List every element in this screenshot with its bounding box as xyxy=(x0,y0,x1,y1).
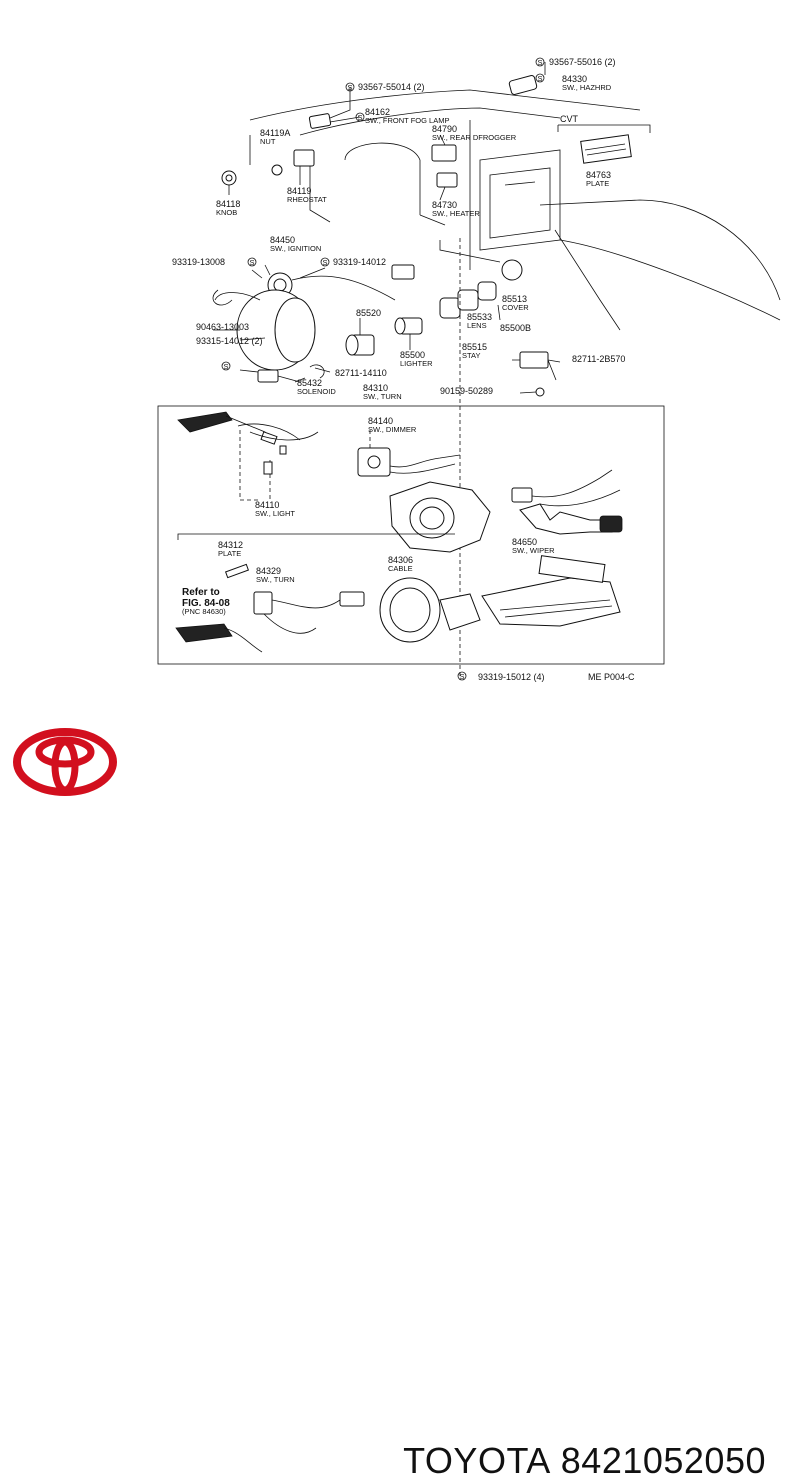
label-84306-desc: CABLE xyxy=(388,564,413,573)
label-84330: 84330 xyxy=(562,74,587,84)
label-85500b: 85500B xyxy=(500,323,531,333)
label-84306: 84306 xyxy=(388,555,413,565)
toyota-logo-icon xyxy=(13,728,117,796)
part-number: 8421052050 xyxy=(560,1440,766,1481)
lower-labels: 84140 SW., DIMMER 84110 SW., LIGHT 84650… xyxy=(182,416,635,682)
label-84118: 84118 xyxy=(216,199,240,209)
label-85515-desc: STAY xyxy=(462,351,480,360)
label-84730-desc: SW., HEATER xyxy=(432,209,480,218)
label-93567-55016: 93567-55016 (2) xyxy=(549,57,616,67)
diagram-ref-code: ME P004-C xyxy=(588,672,635,682)
label-85513: 85513 xyxy=(502,294,527,304)
label-82711-14110: 82711-14110 xyxy=(335,368,387,378)
lower-part-glyphs xyxy=(175,411,623,653)
label-84140-desc: SW., DIMMER xyxy=(368,425,417,434)
label-84450: 84450 xyxy=(270,235,295,245)
svg-text:S: S xyxy=(224,362,229,371)
label-85520: 85520 xyxy=(356,308,381,318)
label-82711-2b570: 82711-2B570 xyxy=(572,354,625,364)
label-85432-desc: SOLENOID xyxy=(297,387,336,396)
label-93319-14012: 93319-14012 xyxy=(333,257,386,267)
label-93319-15012: 93319-15012 (4) xyxy=(478,672,545,682)
label-93567-55014: 93567-55014 (2) xyxy=(358,82,425,92)
upper-leader-lines xyxy=(213,62,561,680)
label-84329: 84329 xyxy=(256,566,281,576)
svg-text:S: S xyxy=(250,258,255,267)
label-84312-desc: PLATE xyxy=(218,549,241,558)
label-84110: 84110 xyxy=(255,500,279,510)
label-84119a: 84119A xyxy=(260,128,290,138)
label-85533-desc: LENS xyxy=(467,321,487,330)
svg-text:S: S xyxy=(358,113,363,122)
assembly-frame xyxy=(157,405,665,665)
label-84118-desc: KNOB xyxy=(216,208,237,217)
label-84310: 84310 xyxy=(363,383,388,393)
svg-text:S: S xyxy=(460,672,465,681)
label-85513-desc: COVER xyxy=(502,303,529,312)
label-84763-desc: PLATE xyxy=(586,179,609,188)
label-93315-14012: 93315-14012 (2) xyxy=(196,336,263,346)
label-cvt: CVT xyxy=(560,114,579,124)
upper-labels: 93567-55016 (2) 84330 SW., HAZHRD CVT 93… xyxy=(172,57,625,401)
refer-line-1: Refer to xyxy=(182,587,220,598)
label-84790: 84790 xyxy=(432,124,457,134)
label-85533: 85533 xyxy=(467,312,492,322)
label-84763: 84763 xyxy=(586,170,611,180)
label-84162: 84162 xyxy=(365,107,390,117)
label-93319-13008: 93319-13008 xyxy=(172,257,225,267)
label-84110-desc: SW., LIGHT xyxy=(255,509,295,518)
refer-line-3: (PNC 84630) xyxy=(182,607,226,616)
label-84330-desc: SW., HAZHRD xyxy=(562,83,612,92)
label-84162-desc: SW., FRONT FOG LAMP xyxy=(365,116,449,125)
svg-text:S: S xyxy=(348,83,353,92)
label-84119a-desc: NUT xyxy=(260,137,276,146)
label-85500: 85500 xyxy=(400,350,425,360)
label-90159-50289: 90159-50289 xyxy=(440,386,493,396)
label-85500-desc: LIGHTER xyxy=(400,359,433,368)
label-84310-desc: SW., TURN xyxy=(363,392,402,401)
label-84650: 84650 xyxy=(512,537,537,547)
label-84119-desc: RHEOSTAT xyxy=(287,195,327,204)
svg-text:S: S xyxy=(323,258,328,267)
bolt-markers: S S S S S S S S xyxy=(221,57,545,681)
brand-name: TOYOTA xyxy=(403,1440,551,1481)
label-84450-desc: SW., IGNITION xyxy=(270,244,321,253)
refer-line-2: FIG. 84-08 xyxy=(182,598,230,609)
label-84312: 84312 xyxy=(218,540,243,550)
upper-part-glyphs xyxy=(212,75,557,397)
label-90463-13003: 90463-13003 xyxy=(196,322,249,332)
label-84650-desc: SW., WIPER xyxy=(512,546,555,555)
label-84140: 84140 xyxy=(368,416,393,426)
parts-diagram: S S S S S S S S 93567-55016 (2) 84330 SW… xyxy=(157,57,781,682)
label-85432: 85432 xyxy=(297,378,322,388)
dashboard-drawing xyxy=(249,89,781,331)
label-84790-desc: SW., REAR DFROGGER xyxy=(432,133,517,142)
label-84329-desc: SW., TURN xyxy=(256,575,295,584)
label-85515: 85515 xyxy=(462,342,487,352)
svg-text:S: S xyxy=(538,58,543,67)
svg-text:S: S xyxy=(538,74,543,83)
label-84730: 84730 xyxy=(432,200,457,210)
label-84119: 84119 xyxy=(287,186,311,196)
